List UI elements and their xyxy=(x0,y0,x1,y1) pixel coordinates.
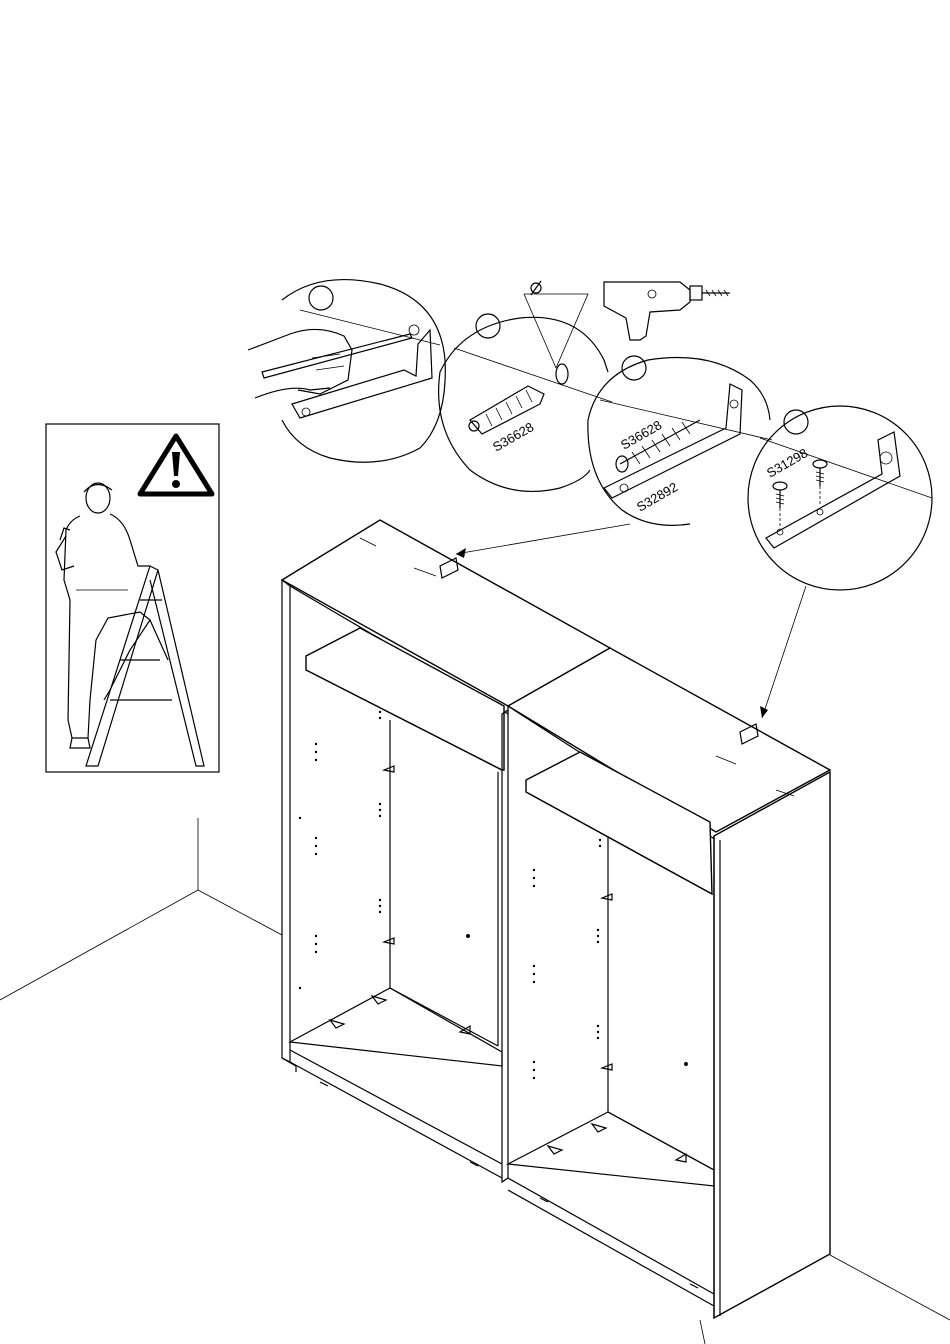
stepladder xyxy=(86,566,204,766)
screw-icon-1 xyxy=(773,482,787,526)
warning-triangle-icon xyxy=(140,436,212,494)
drill-tool-group xyxy=(524,281,730,368)
detail-circle-2-dowel: S36628 xyxy=(439,314,612,491)
ladder-safety-illustration xyxy=(46,424,219,772)
diameter-symbol-icon xyxy=(531,281,541,295)
screw-icon-2 xyxy=(813,460,827,506)
worker-figure xyxy=(56,483,150,748)
detail-circle-3-screw-bracket: S36628 S32892 xyxy=(588,356,772,525)
detail-circle-4-screws: S31298 xyxy=(748,406,932,590)
drill-icon xyxy=(604,282,730,340)
detail5-screw-label: S31298 xyxy=(764,445,810,480)
detail-circle-1-marking xyxy=(248,280,445,463)
detail3-dowel-label: S36628 xyxy=(490,419,536,454)
wardrobe-carcass xyxy=(282,520,830,1318)
detail4-bracket-label: S32892 xyxy=(634,479,680,514)
detail4-screw-label: S36628 xyxy=(618,417,664,452)
hand-with-pencil xyxy=(248,329,412,398)
